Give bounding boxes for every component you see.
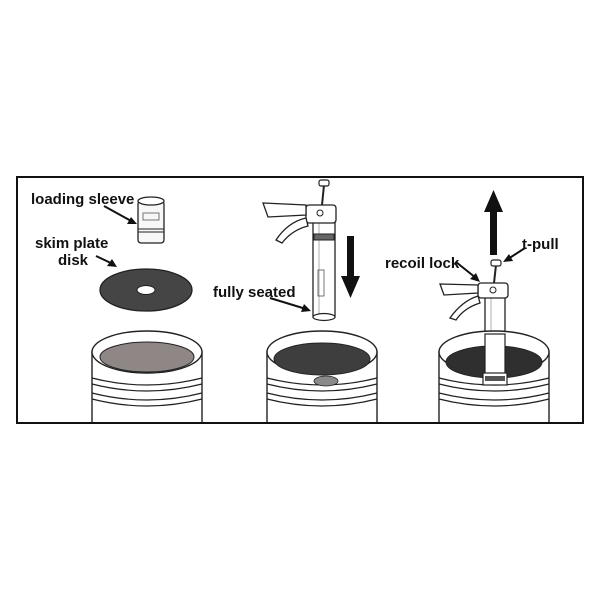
up-arrow-icon	[484, 190, 503, 255]
jar-container-icon	[91, 330, 203, 422]
recoil-lock-leader	[455, 261, 480, 282]
skim-plate-label: skim plate	[35, 235, 108, 252]
jar-container-icon	[266, 330, 378, 422]
fully-seated-leader	[269, 297, 311, 312]
skim-plate-disk-icon	[99, 268, 193, 312]
t-pull-label: t-pull	[522, 236, 559, 253]
loading-sleeve-label: loading sleeve	[31, 191, 134, 208]
loading-sleeve-icon	[137, 196, 165, 244]
down-arrow-icon	[341, 236, 360, 298]
caulk-gun-tool-icon	[262, 179, 337, 322]
loading-sleeve-leader	[103, 205, 137, 224]
t-pull-leader	[503, 247, 526, 262]
jar-container-icon	[438, 330, 550, 422]
recoil-lock-label: recoil lock	[385, 255, 460, 272]
fully-seated-label: fully seated	[213, 284, 296, 301]
skim-plate-leader	[95, 255, 117, 267]
skim-plate-disk-label: disk	[58, 252, 89, 269]
